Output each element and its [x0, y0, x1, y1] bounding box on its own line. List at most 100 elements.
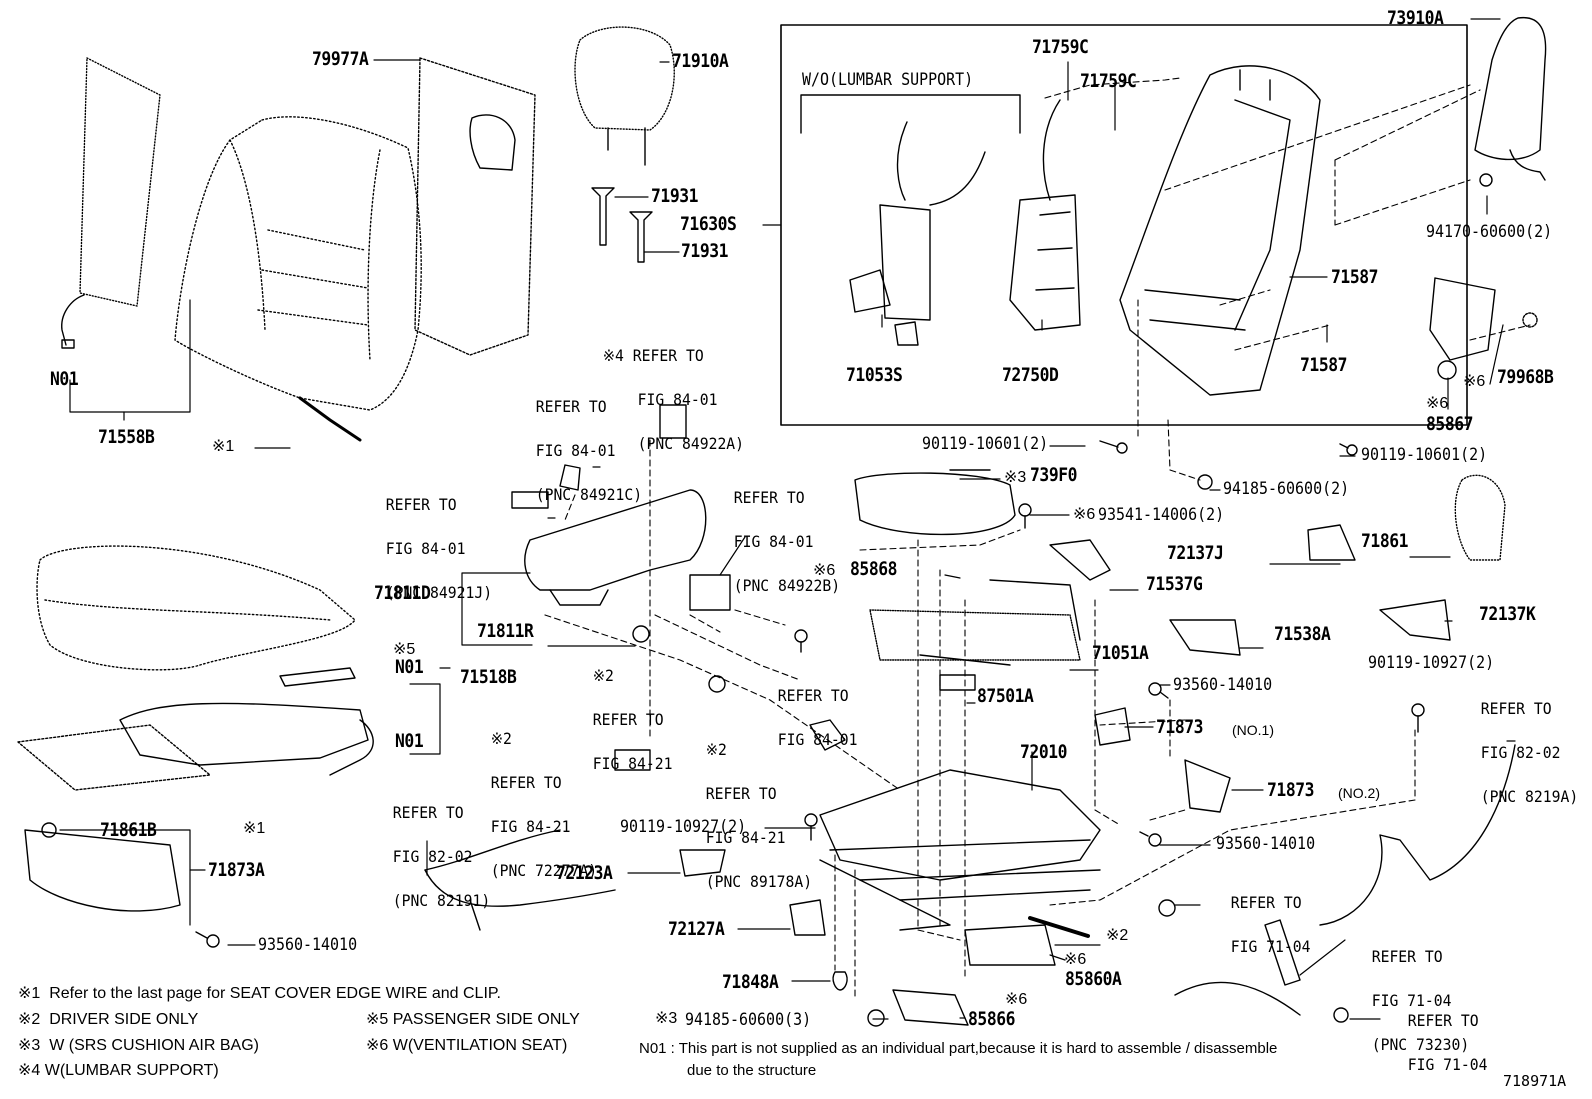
- seatback-board-drawing: [61, 57, 161, 349]
- refer-fig: FIG 84-01: [777, 730, 858, 749]
- lumbar-support-drawing: [1009, 99, 1081, 331]
- refer-line: REFER TO: [733, 488, 805, 507]
- refer-line: REFER TO: [705, 784, 777, 803]
- bolt-drawings: [41, 440, 1425, 1027]
- wo-lumbar-support-label: W/O(LUMBAR SUPPORT): [802, 70, 974, 90]
- part-71873-note: (NO.2): [1338, 785, 1380, 801]
- refer-line: REFER TO: [1480, 699, 1552, 718]
- part-71537G-label: 71537G: [1146, 573, 1203, 595]
- refer-to-84922B: REFER TO FIG 84-01 (PNC 84922B): [716, 465, 840, 597]
- refer-to-84922A: ※4 REFER TO FIG 84-01 (PNC 84922A): [585, 323, 744, 455]
- refer-fig: FIG 84-01: [535, 441, 616, 460]
- refer-line: REFER TO: [1371, 947, 1443, 966]
- part-93541-14006-label: 93541-14006(2): [1098, 505, 1225, 525]
- refer-line: REFER TO: [385, 495, 457, 514]
- footnote-5: ※5 PASSENGER SIDE ONLY: [366, 1011, 580, 1028]
- part-72127A-label: 72127A: [668, 918, 725, 940]
- part-71873-label: 71873: [1267, 779, 1315, 801]
- note-mark-6: ※6: [1073, 506, 1096, 523]
- refer-fig: FIG 84-21: [490, 817, 571, 836]
- wire-harness-left-drawing: [424, 829, 616, 931]
- front-cover-drawing: [24, 829, 181, 912]
- refer-fig: FIG 82-02: [1480, 743, 1561, 762]
- part-739F0-label: 739F0: [1030, 464, 1078, 486]
- refer-fig: FIG 71-04: [1230, 937, 1311, 956]
- note-mark-6: ※6: [1064, 951, 1087, 968]
- refer-line: REFER TO: [1230, 893, 1302, 912]
- part-71051A-label: 71051A: [1092, 642, 1149, 664]
- footnote-N01-continued: due to the structure: [687, 1062, 817, 1079]
- refer-line: REFER TO: [392, 803, 464, 822]
- refer-pnc: (PNC 84921J): [385, 583, 493, 602]
- part-71759C-label: 71759C: [1032, 36, 1089, 58]
- part-79968B-label: 79968B: [1497, 366, 1554, 388]
- part-72750D-label: 72750D: [1002, 364, 1059, 386]
- refer-to-73230: REFER TO FIG 71-04 (PNC 73230): [1354, 924, 1469, 1056]
- note-mark-5: ※5: [393, 641, 416, 658]
- part-71873A-label: 71873A: [208, 859, 265, 881]
- refer-to-82191: REFER TO FIG 82-02 (PNC 82191): [375, 780, 490, 912]
- part-71811R-label: 71811R: [477, 620, 534, 642]
- refer-fig: FIG 84-01: [637, 390, 718, 409]
- leader-lines: [59, 18, 1516, 1020]
- part-79977A-label: 79977A: [312, 48, 369, 70]
- refer-pnc: (PNC 8219A): [1480, 787, 1579, 806]
- part-71931-label: 71931: [651, 185, 699, 207]
- part-93560-14010-label: 93560-14010: [1216, 834, 1316, 854]
- footnote-2: ※2 DRIVER SIDE ONLY: [18, 1011, 199, 1028]
- seat-side-shield-drawing: [524, 489, 707, 606]
- refer-to-71-04: REFER TO FIG 71-04: [1213, 870, 1311, 958]
- part-N01-label: N01: [395, 730, 424, 752]
- seatback-pad-drawing: [414, 57, 536, 356]
- refer-fig: FIG 84-01: [385, 539, 466, 558]
- part-71931-label: 71931: [681, 240, 729, 262]
- part-71518B-label: 71518B: [460, 666, 517, 688]
- part-93560-14010-label: 93560-14010: [1173, 675, 1273, 695]
- part-94185-60600-label: 94185-60600(2): [1223, 479, 1350, 499]
- note-mark-6: ※6: [1463, 373, 1486, 390]
- refer-line: REFER TO: [535, 397, 607, 416]
- refer-line: REFER TO: [777, 686, 849, 705]
- footnote-1: ※1 Refer to the last page for SEAT COVER…: [18, 985, 501, 1002]
- refer-to-8219A: REFER TO FIG 82-02 (PNC 8219A): [1463, 676, 1578, 808]
- lumbar-wire-drawing: [849, 121, 986, 346]
- part-71873-note: (NO.1): [1232, 722, 1274, 738]
- note-mark-2: ※2: [1106, 927, 1129, 944]
- part-N01-label: N01: [395, 656, 424, 678]
- refer-line: REFER TO: [490, 773, 562, 792]
- cushion-spring-drawing: [869, 579, 1081, 666]
- part-72123A-label: 72123A: [556, 862, 613, 884]
- note-mark: ※2: [490, 729, 512, 748]
- part-90119-10601-label: 90119-10601(2): [922, 434, 1049, 454]
- headrest-guide-drawing: [591, 187, 653, 263]
- recliner-drawing: [1429, 173, 1538, 380]
- part-72010-label: 72010: [1020, 741, 1068, 763]
- refer-to-89178A: ※2 REFER TO FIG 84-21 (PNC 89178A): [688, 717, 812, 893]
- part-71587-label: 71587: [1331, 266, 1379, 288]
- figure-id: 718971A: [1503, 1072, 1567, 1090]
- part-71587-label: 71587: [1300, 354, 1348, 376]
- seat-cushion-cover-drawing: [36, 545, 356, 671]
- part-71861-label: 71861: [1361, 530, 1409, 552]
- refer-line: REFER TO: [592, 710, 664, 729]
- bracket-drawings: [679, 524, 1451, 1026]
- part-71910A-label: 71910A: [672, 50, 729, 72]
- headrest-drawing: [574, 26, 675, 166]
- refer-pnc: (PNC 72277A): [490, 861, 598, 880]
- note-mark-3: ※3: [1004, 469, 1027, 486]
- note-mark-6: ※6: [1005, 991, 1028, 1008]
- seat-track-drawing: [819, 769, 1101, 931]
- part-71053S-label: 71053S: [846, 364, 903, 386]
- part-90119-10601-label: 90119-10601(2): [1361, 445, 1488, 465]
- refer-fig: FIG 84-21: [705, 828, 786, 847]
- part-N01-label: N01: [50, 368, 79, 390]
- refer-fig: FIG 71-04: [1371, 991, 1452, 1010]
- refer-pnc: (PNC 84922B): [733, 576, 841, 595]
- note-mark-6: ※6: [813, 562, 836, 579]
- side-airbag-drawing: [1474, 16, 1547, 181]
- refer-fig: FIG 84-01: [733, 532, 814, 551]
- refer-to-84921J: REFER TO FIG 84-01 (PNC 84921J): [368, 472, 492, 604]
- seat-cushion-pad-drawing: [17, 667, 374, 791]
- refer-line: REFER TO: [632, 346, 704, 365]
